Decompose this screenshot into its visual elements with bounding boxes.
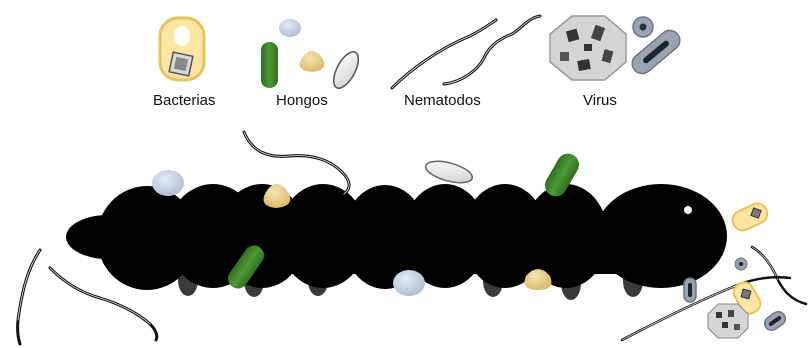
bacteria-label: Bacterias [153,92,216,109]
virus-label: Virus [583,92,617,109]
nematodes-label: Nematodos [404,92,481,109]
bacteria-icon [160,18,204,80]
fungal-spore-blue [152,170,184,196]
fungi-icon [261,19,363,92]
fungal-spore-white [423,157,474,187]
nematode-icon [392,16,540,88]
larva-eye [684,206,692,214]
virus-icon [550,16,684,80]
fungi-label: Hongos [276,92,328,109]
fungal-spore-blue-lower [393,270,425,296]
